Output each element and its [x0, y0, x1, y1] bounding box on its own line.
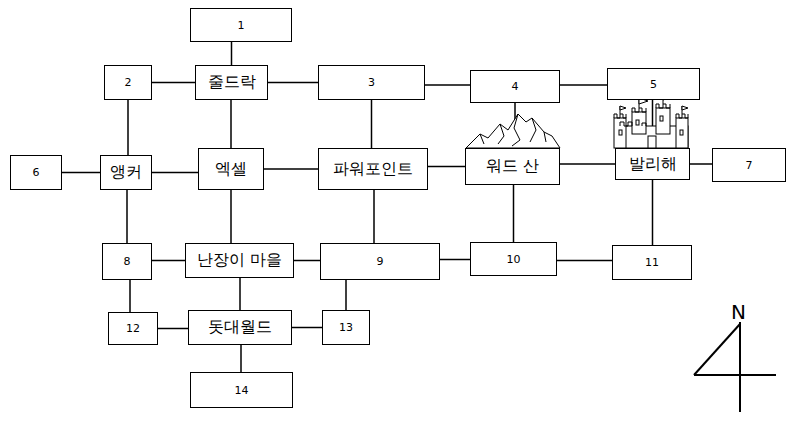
- callout-number: 10: [507, 253, 521, 266]
- road-connector: [690, 163, 712, 165]
- place-name: 줄드락: [208, 72, 256, 93]
- road-connector: [264, 168, 318, 170]
- callout-number: 12: [126, 322, 140, 335]
- road-connector: [62, 172, 100, 174]
- numbered-place-box: 6: [10, 155, 62, 190]
- place-name: 발리해: [629, 154, 677, 175]
- numbered-place-box: 3: [318, 65, 425, 100]
- place-box: 발리해: [615, 148, 690, 180]
- road-connector: [652, 180, 654, 245]
- callout-number: 1: [238, 19, 245, 32]
- place-box: 앵커: [100, 155, 152, 190]
- place-name: 앵커: [110, 162, 142, 183]
- mountain-illustration: [466, 114, 560, 148]
- compass-symbol: [694, 322, 776, 412]
- place-name: 난장이 마을: [197, 250, 282, 271]
- place-name: 파워포인트: [333, 159, 413, 180]
- place-box: 워드 산: [465, 148, 560, 185]
- road-connector: [428, 166, 465, 168]
- callout-number: 2: [125, 76, 132, 89]
- road-connector: [158, 328, 188, 330]
- road-connector: [152, 172, 198, 174]
- callout-number: 7: [746, 159, 753, 172]
- road-connector: [292, 327, 322, 329]
- callout-number: 4: [512, 80, 519, 93]
- road-connector: [126, 190, 128, 243]
- callout-number: 14: [235, 384, 249, 397]
- road-connector: [268, 82, 318, 84]
- road-connector: [560, 163, 615, 165]
- road-connector: [513, 185, 515, 242]
- numbered-place-box: 12: [108, 312, 158, 345]
- castle-illustration: [614, 94, 688, 148]
- numbered-place-box: 10: [470, 242, 557, 276]
- place-name: 엑셀: [215, 159, 247, 180]
- numbered-place-box: 13: [322, 310, 370, 345]
- road-connector: [345, 280, 347, 310]
- place-box: 엑셀: [198, 148, 264, 190]
- callout-number: 5: [650, 78, 657, 91]
- road-connector: [231, 42, 233, 65]
- road-connector: [557, 260, 612, 262]
- place-box: 파워포인트: [318, 148, 428, 190]
- callout-number: 3: [368, 76, 375, 89]
- numbered-place-box: 1: [190, 8, 292, 42]
- callout-number: 11: [645, 256, 659, 269]
- road-connector: [230, 100, 232, 148]
- road-connector: [425, 84, 470, 86]
- numbered-place-box: 14: [190, 372, 293, 408]
- callout-number: 8: [124, 255, 131, 268]
- road-connector: [560, 84, 607, 86]
- numbered-place-box: 7: [712, 148, 786, 182]
- road-connector: [371, 100, 373, 148]
- numbered-place-box: 4: [470, 70, 560, 103]
- road-connector: [230, 190, 232, 243]
- numbered-place-box: 5: [607, 68, 700, 100]
- road-connector: [373, 190, 375, 243]
- place-box: 줄드락: [195, 65, 268, 100]
- road-connector: [240, 345, 242, 372]
- place-name: 워드 산: [486, 156, 539, 177]
- compass-letter: N: [731, 300, 746, 324]
- callout-number: 9: [377, 255, 384, 268]
- road-connector: [127, 100, 129, 155]
- place-box: 돗대월드: [188, 310, 292, 345]
- callout-number: 13: [339, 321, 353, 334]
- road-connector: [294, 260, 320, 262]
- place-name: 돗대월드: [208, 317, 272, 338]
- road-connector: [152, 260, 185, 262]
- callout-number: 6: [33, 166, 40, 179]
- road-connector: [129, 280, 131, 312]
- numbered-place-box: 11: [612, 245, 692, 280]
- place-box: 난장이 마을: [185, 243, 294, 278]
- numbered-place-box: 2: [104, 65, 152, 100]
- numbered-place-box: 9: [320, 243, 440, 280]
- road-connector: [152, 82, 195, 84]
- numbered-place-box: 8: [102, 243, 152, 280]
- road-connector: [239, 278, 241, 310]
- road-connector: [440, 259, 470, 261]
